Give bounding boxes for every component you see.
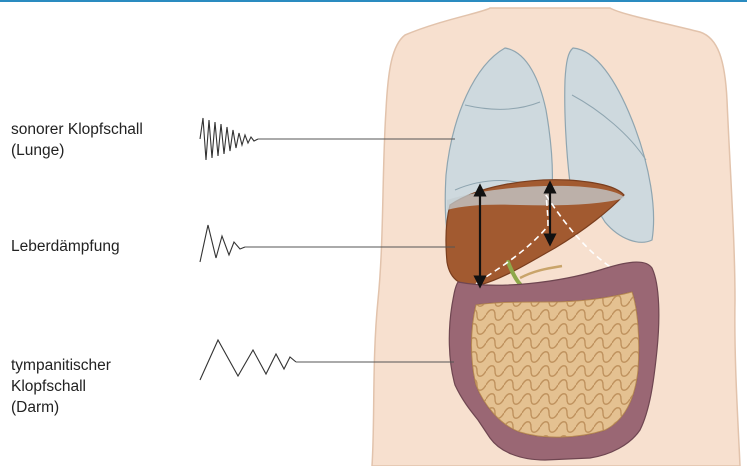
lung-waveform-icon [200, 118, 258, 160]
bowel-waveform-icon [200, 340, 296, 380]
liver-waveform-icon [200, 225, 245, 262]
